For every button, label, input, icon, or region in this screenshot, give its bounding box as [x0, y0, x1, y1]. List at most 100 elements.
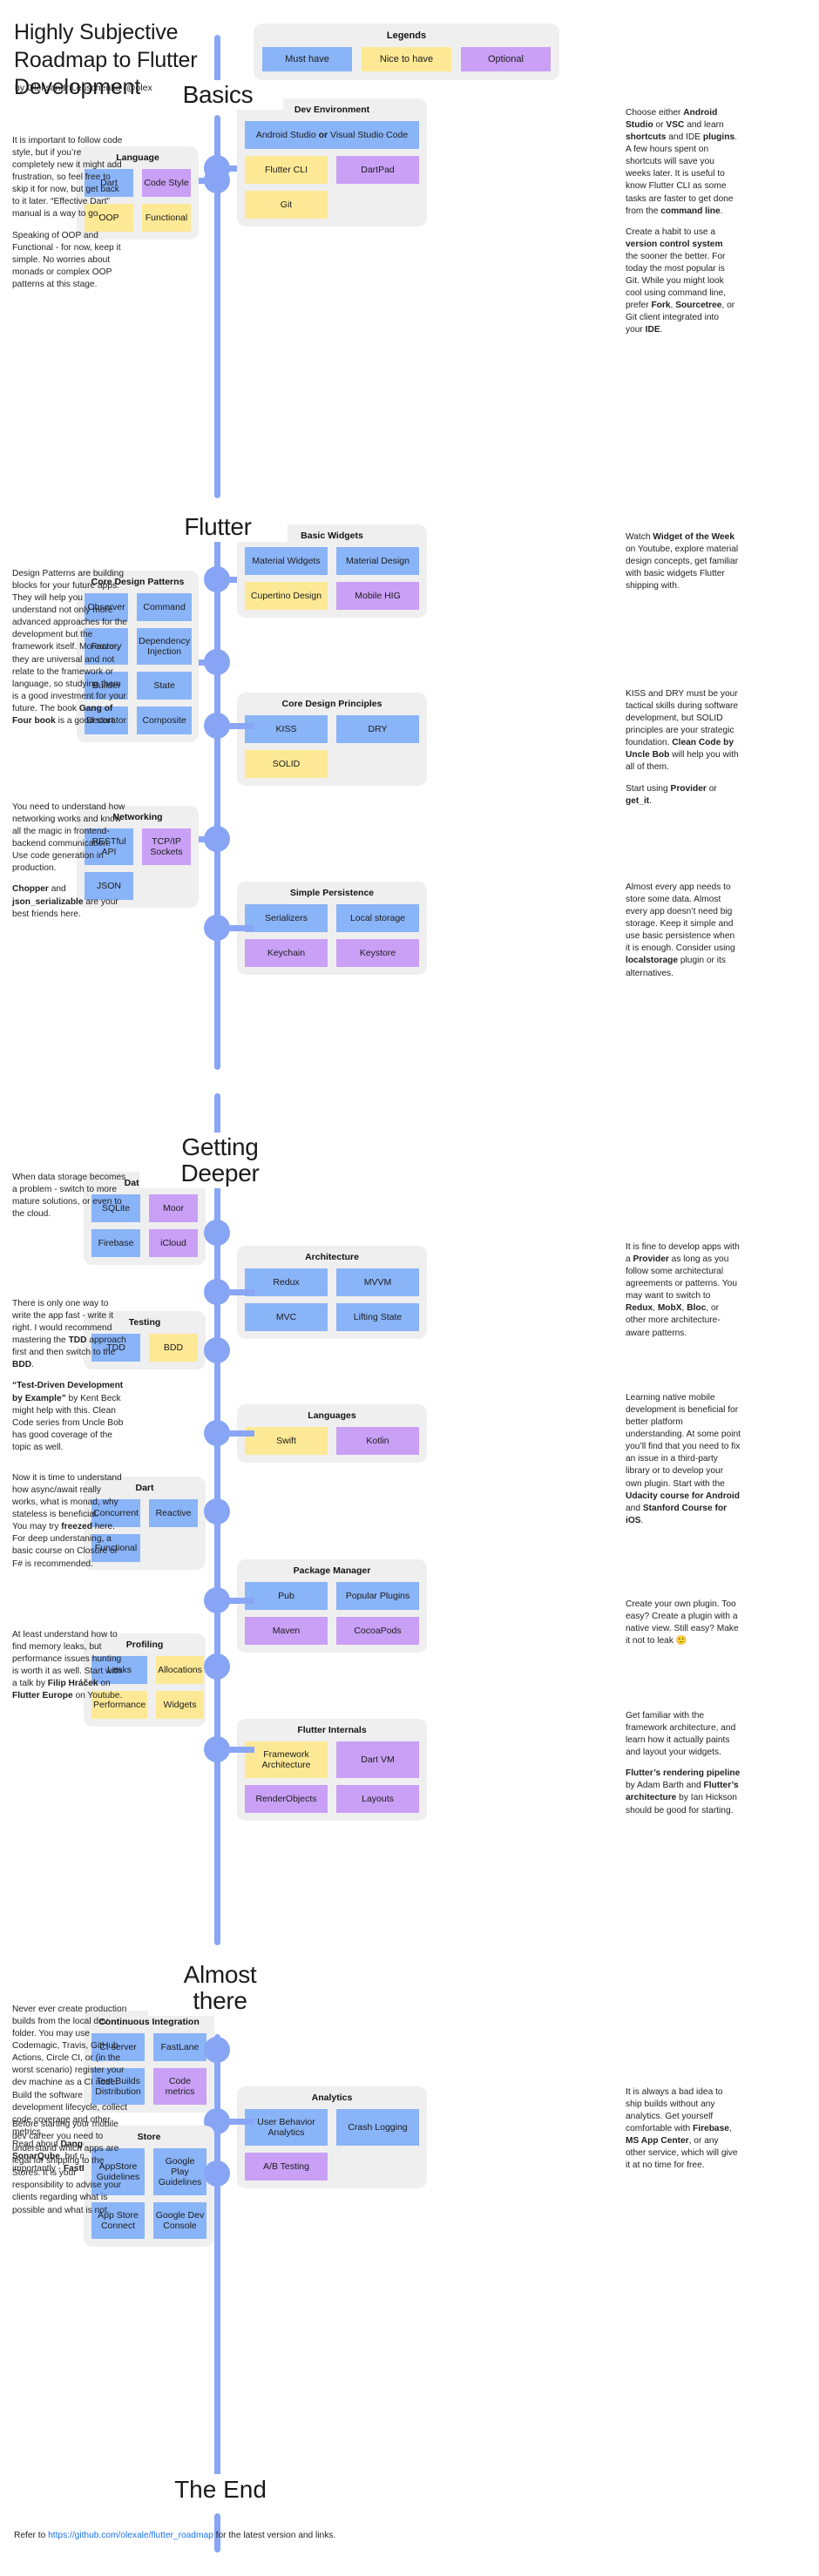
card-grid-dev-environment: Android Studio or Visual Studio Code Flu… — [245, 120, 419, 219]
chip-allocations[interactable]: Allocations — [156, 1655, 204, 1684]
chip-layouts[interactable]: Layouts — [336, 1784, 419, 1813]
chip-app-store-connect[interactable]: App Store Connect — [91, 2201, 145, 2239]
timeline-node-basic-widgets[interactable] — [204, 566, 230, 592]
chip-mvc[interactable]: MVC — [245, 1302, 328, 1331]
footer-link[interactable]: https://github.com/olexale/flutter_roadm… — [48, 2531, 213, 2540]
card-title-languages: Languages — [308, 1410, 356, 1421]
chip-keychain[interactable]: Keychain — [245, 938, 328, 967]
chip-decorator[interactable]: Decorator — [85, 706, 129, 734]
timeline-node-core-design-principles[interactable] — [204, 713, 230, 739]
timeline-node-architecture[interactable] — [204, 1279, 230, 1305]
connector-languages — [228, 1430, 254, 1437]
chip-factory[interactable]: Factory — [85, 627, 129, 665]
note-flutter-internals: Get familiar with the framework architec… — [626, 1710, 741, 1817]
chip-material-design[interactable]: Material Design — [336, 546, 419, 575]
chip-maven[interactable]: Maven — [245, 1616, 328, 1645]
chip-dart-vm[interactable]: Dart VM — [336, 1741, 419, 1778]
chip-firebase[interactable]: Firebase — [91, 1228, 140, 1257]
chip-composite[interactable]: Composite — [137, 706, 193, 734]
chip-builder[interactable]: Builder — [85, 671, 129, 700]
card-package-manager: Package Manager Pub Popular Plugins Mave… — [237, 1559, 427, 1653]
chip-code-metrics[interactable]: Code metrics — [153, 2067, 206, 2105]
chip-reactive[interactable]: Reactive — [149, 1498, 198, 1527]
note-paragraph: You need to understand how networking wo… — [12, 802, 125, 874]
chip-cupertino-design[interactable]: Cupertino Design — [245, 581, 328, 610]
chip-command[interactable]: Command — [137, 592, 193, 621]
chip-functional[interactable]: Functional — [142, 203, 191, 232]
chip-kiss[interactable]: KISS — [245, 714, 328, 743]
chip-flutter-cli[interactable]: Flutter CLI — [245, 155, 328, 184]
section-heading-deeper: Getting Deeper — [139, 1132, 301, 1189]
card-continuous-integration: Continuous Integration CI server FastLan… — [84, 2011, 214, 2113]
chip-ab-testing[interactable]: A/B Testing — [245, 2152, 328, 2180]
chip-sqlite[interactable]: SQLite — [91, 1193, 140, 1222]
chip-serializers[interactable]: Serializers — [245, 903, 328, 932]
note-paragraph: Choose either Android Studio or VSC and … — [626, 108, 737, 216]
chip-icloud[interactable]: iCloud — [149, 1228, 198, 1257]
chip-mobile-hig[interactable]: Mobile HIG — [336, 581, 419, 610]
chip-renderobjects[interactable]: RenderObjects — [245, 1784, 328, 1813]
chip-ci-server[interactable]: CI server — [91, 2032, 145, 2061]
connector-profiling — [206, 1664, 218, 1670]
chip-restful-api[interactable]: RESTful API — [85, 828, 133, 865]
chip-kotlin[interactable]: Kotlin — [336, 1426, 419, 1455]
chip-google-play-guidelines[interactable]: Google Play Guidelines — [153, 2147, 206, 2195]
chip-redux[interactable]: Redux — [245, 1268, 328, 1296]
legend-chip-must-have: Must have — [262, 47, 352, 71]
chip-oop[interactable]: OOP — [85, 203, 133, 232]
chip-test-builds[interactable]: Test Builds Distribution — [91, 2067, 145, 2105]
card-languages: Languages Swift Kotlin — [237, 1404, 427, 1463]
chip-tcp-ip-sockets[interactable]: TCP/IP Sockets — [142, 828, 191, 865]
chip-crash-logging[interactable]: Crash Logging — [336, 2108, 419, 2146]
chip-material-widgets[interactable]: Material Widgets — [245, 546, 328, 575]
chip-framework-architecture[interactable]: Framework Architecture — [245, 1741, 328, 1778]
card-networking: Networking RESTful API TCP/IP Sockets JS… — [77, 806, 199, 908]
card-core-design-principles: Core Design Principles KISS DRY SOLID — [237, 693, 427, 786]
note-paragraph: Chopper and json_serializable are your b… — [12, 884, 118, 919]
chip-leaks[interactable]: Leaks — [91, 1655, 148, 1684]
chip-moor[interactable]: Moor — [149, 1193, 198, 1222]
chip-bdd[interactable]: BDD — [149, 1333, 198, 1362]
chip-dependency-injection[interactable]: Dependency Injection — [137, 627, 193, 665]
chip-code-style[interactable]: Code Style — [142, 168, 191, 197]
chip-tdd[interactable]: TDD — [91, 1333, 140, 1362]
chip-user-behavior-analytics[interactable]: User Behavior Analytics — [245, 2108, 328, 2146]
note-testing: There is only one way to write the app f… — [12, 1298, 127, 1454]
note-continuous-integration: Never ever create production builds from… — [12, 2004, 134, 2175]
chip-dart-functional[interactable]: Functional — [91, 1533, 140, 1562]
note-core-design-principles: KISS and DRY must be your tactical skill… — [626, 688, 741, 808]
chip-cocoapods[interactable]: CocoaPods — [336, 1616, 419, 1645]
chip-keystore[interactable]: Keystore — [336, 938, 419, 967]
timeline-node-package-manager[interactable] — [204, 1587, 230, 1613]
chip-appstore-guidelines[interactable]: AppStore Guidelines — [91, 2147, 145, 2195]
chip-dry[interactable]: DRY — [336, 714, 419, 743]
footer-prefix: Refer to — [14, 2531, 49, 2540]
chip-json[interactable]: JSON — [85, 871, 133, 900]
chip-concurrent[interactable]: Concurrent — [91, 1498, 140, 1527]
timeline-node-flutter-internals[interactable] — [204, 1736, 230, 1762]
chip-google-dev-console[interactable]: Google Dev Console — [153, 2201, 206, 2239]
legend-box: Legends Must have Nice to have Optional — [254, 24, 559, 80]
chip-solid[interactable]: SOLID — [245, 749, 328, 778]
chip-observer[interactable]: Observer — [85, 592, 129, 621]
chip-widgets[interactable]: Widgets — [156, 1690, 204, 1719]
chip-pub[interactable]: Pub — [245, 1581, 328, 1610]
chip-dartpad[interactable]: DartPad — [336, 155, 419, 184]
chip-android-studio-vsc[interactable]: Android Studio or Visual Studio Code — [245, 120, 419, 149]
card-title-dev-environment: Dev Environment — [294, 105, 370, 115]
card-grid-store: AppStore Guidelines Google Play Guidelin… — [91, 2147, 206, 2239]
card-grid-testing: TDD BDD — [91, 1333, 198, 1362]
chip-mvvm[interactable]: MVVM — [336, 1268, 419, 1296]
chip-swift[interactable]: Swift — [245, 1426, 328, 1455]
chip-lifting-state[interactable]: Lifting State — [336, 1302, 419, 1331]
chip-performance[interactable]: Performance — [91, 1690, 148, 1719]
chip-local-storage[interactable]: Local storage — [336, 903, 419, 932]
chip-state[interactable]: State — [137, 671, 193, 700]
chip-popular-plugins[interactable]: Popular Plugins — [336, 1581, 419, 1610]
timeline-node-simple-persistence[interactable] — [204, 915, 230, 941]
chip-dart[interactable]: Dart — [85, 168, 133, 197]
chip-fastlane[interactable]: FastLane — [153, 2032, 206, 2061]
chip-git[interactable]: Git — [245, 190, 328, 219]
note-analytics: It is always a bad idea to ship builds w… — [626, 2086, 741, 2173]
timeline-node-languages[interactable] — [204, 1420, 230, 1446]
